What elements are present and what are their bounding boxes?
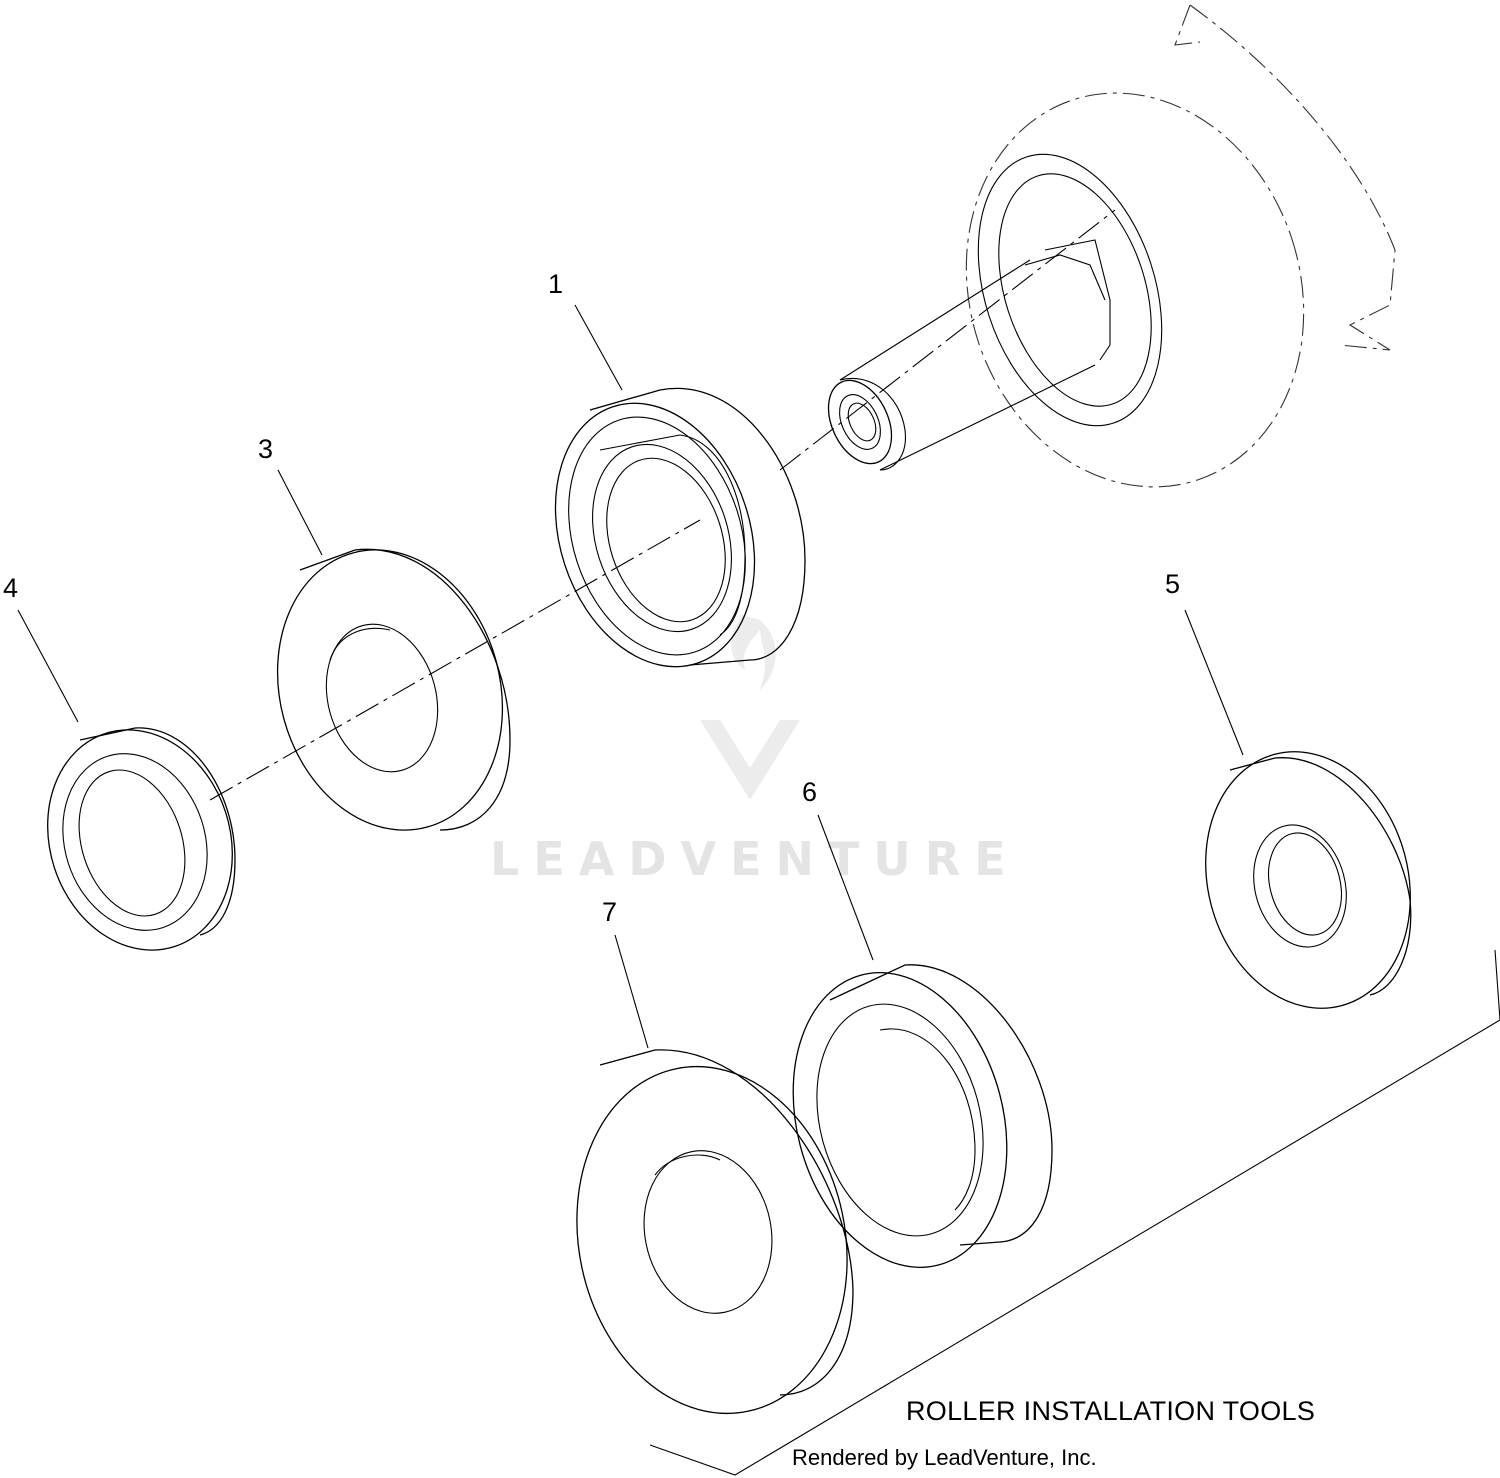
part-5-washer (1205, 751, 1412, 1009)
callout-4: 4 (3, 573, 18, 603)
leader-lines (17, 304, 1244, 1049)
centerline (209, 209, 1116, 801)
callout-1: 1 (548, 269, 563, 299)
callout-6: 6 (802, 777, 817, 807)
callout-3: 3 (258, 434, 273, 464)
tool-group-bracket (649, 949, 1500, 1476)
part-7-washer (576, 1049, 854, 1415)
watermark-text: LEADVENTURE (490, 832, 1020, 886)
group-caption: ROLLER INSTALLATION TOOLS (906, 1396, 1315, 1426)
render-credit: Rendered by LeadVenture, Inc. (792, 1445, 1097, 1470)
part-4-bushing (47, 727, 236, 951)
watermark-logo-icon (700, 720, 800, 800)
callout-5: 5 (1165, 569, 1180, 599)
part-6-sleeve (792, 964, 1053, 1268)
part-3-washer (276, 548, 511, 831)
watermark: LEADVENTURE (490, 615, 1020, 886)
callout-7: 7 (602, 897, 617, 927)
roller-assembly-ghost (827, 4, 1396, 488)
part-1-bearing (554, 387, 806, 668)
